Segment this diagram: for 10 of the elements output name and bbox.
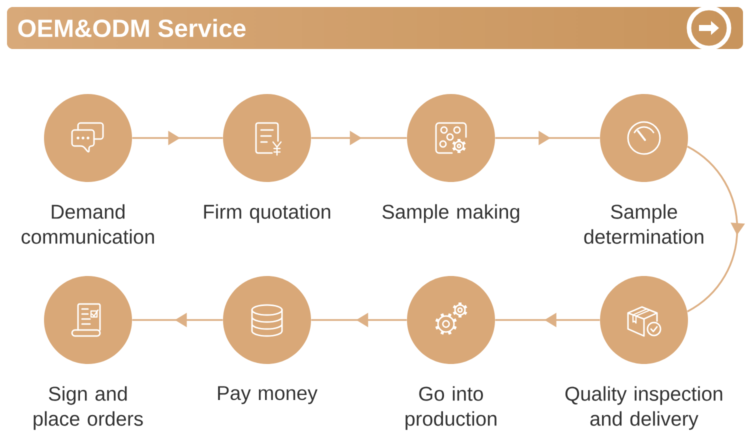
step-label: Firm quotation <box>204 204 330 223</box>
arrow <box>686 146 746 312</box>
step-label: Sample determination <box>584 204 704 244</box>
step-label: Go into production <box>406 386 496 430</box>
step-label: Sign and place orders <box>34 386 143 430</box>
step-label: Quality inspection and delivery <box>565 386 722 430</box>
title: OEM&ODM Service <box>18 18 246 38</box>
step-label: Sample making <box>382 204 520 223</box>
step-label: Demand communication <box>22 204 154 244</box>
step-label: Pay money <box>218 386 318 404</box>
